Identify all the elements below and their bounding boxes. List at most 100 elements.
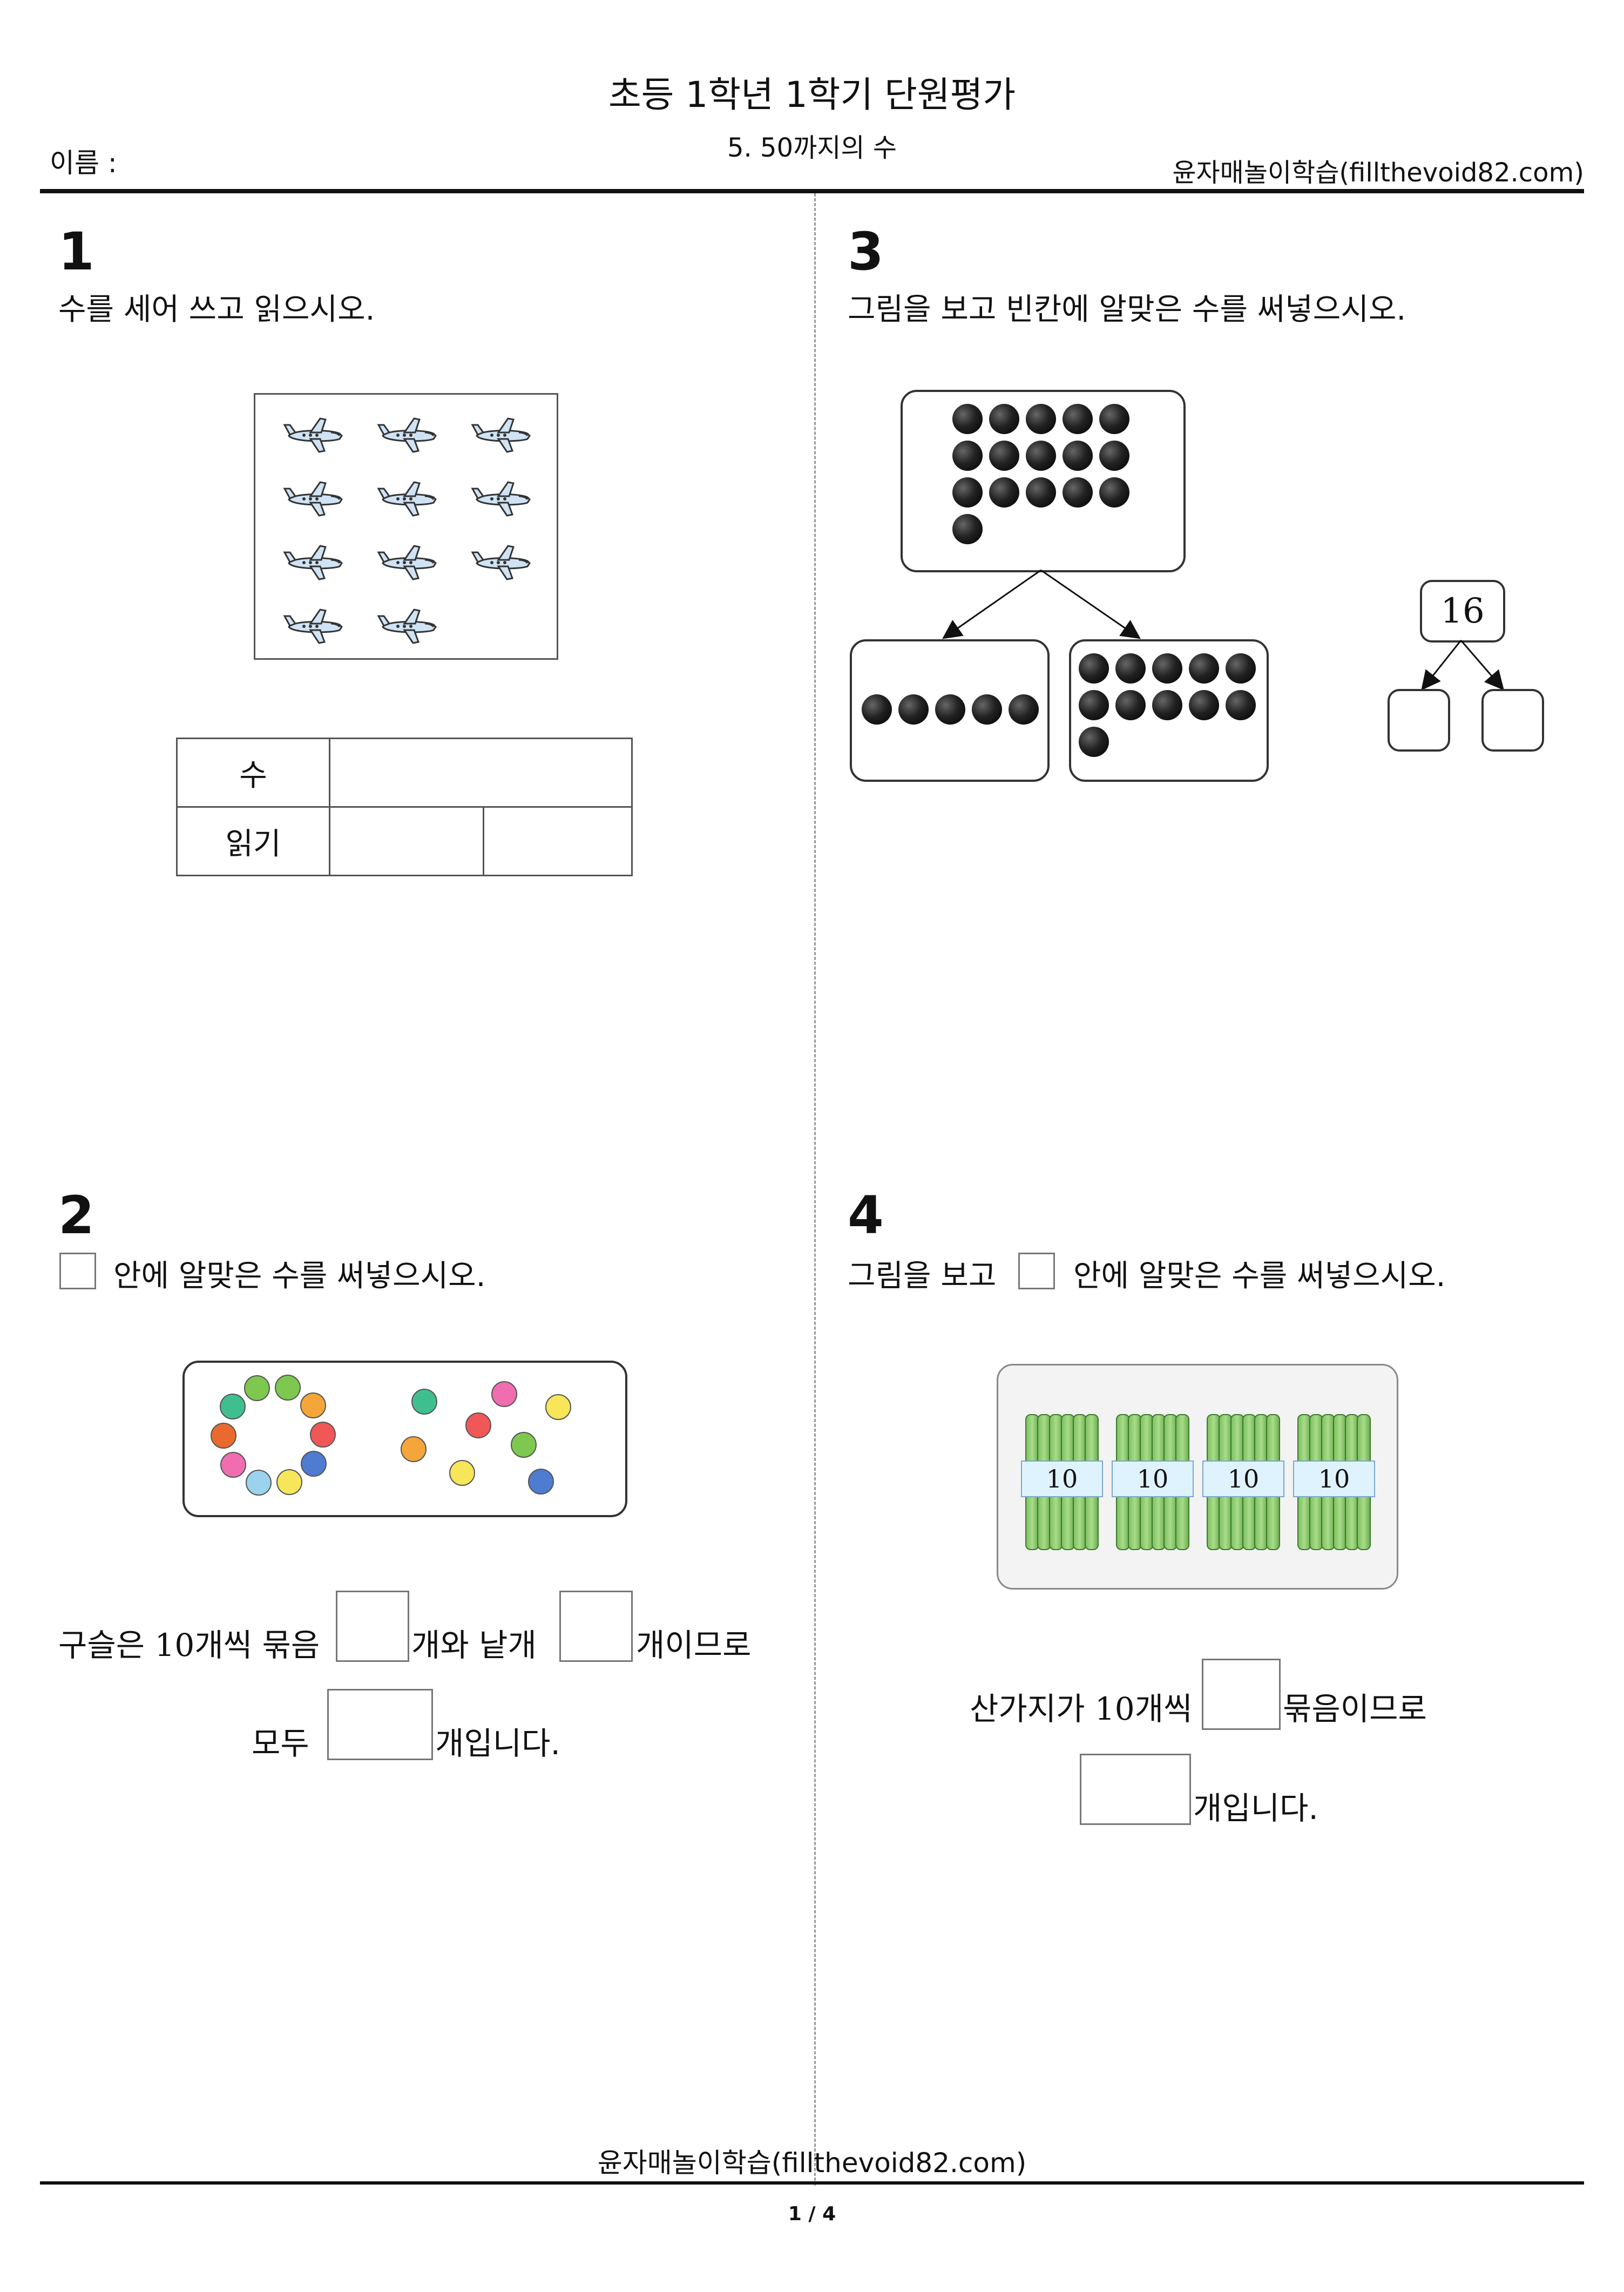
dot [1026,477,1056,508]
dot [1026,404,1056,434]
stick-bundle: 10 [1293,1403,1375,1550]
q1-number: 1 [58,221,94,282]
q2-instruction: 안에 알맞은 수를 써넣으시오. [113,1259,486,1294]
header-rule [40,189,1584,193]
dot [1009,694,1039,725]
q2-line1: 구슬은 10개씩 묶음 [58,1620,320,1665]
dot [1063,441,1093,471]
dot [1152,653,1182,684]
tree-arrows [1421,640,1504,691]
q1-instruction: 수를 세어 쓰고 읽으시오. [58,292,375,327]
dot [952,441,983,471]
site-credit-bottom: 윤자매놀이학습(fillthevoid82.com) [597,2147,1027,2179]
dot [1099,477,1129,508]
bundle-label: 10 [1293,1461,1375,1497]
table-row: 읽기 [176,806,633,876]
bead [491,1381,517,1407]
footer-rule [40,2181,1584,2185]
page-title: 초등 1학년 1학기 단원평가 [608,74,1016,116]
bead [301,1451,327,1477]
bead [411,1389,437,1415]
bead [276,1469,302,1496]
q2-line1-d: 개이므로 [636,1627,752,1664]
split-arrows [942,569,1141,639]
q4-number: 4 [848,1185,884,1246]
stick-bundle: 10 [1112,1403,1194,1550]
dot [935,694,965,725]
bead [465,1412,491,1438]
dot [1115,653,1146,684]
row-label-reading: 읽기 [176,806,330,876]
answer-box-total[interactable] [327,1689,433,1760]
dot [1063,477,1093,508]
answer-box-bundles[interactable] [1202,1659,1281,1730]
dot [1026,441,1056,471]
column-divider [814,193,816,2186]
q1-answer-table: 수 읽기 [176,738,633,876]
dot [989,477,1019,508]
row-label-number: 수 [176,738,330,808]
dot [1099,404,1129,434]
name-label: 이름 : [50,147,117,179]
airplane-icon [283,545,343,580]
stick-bundle: 10 [1202,1403,1284,1550]
answer-cell-reading-2[interactable] [483,806,633,876]
q2-line1-c: 개와 낱개 [411,1627,537,1664]
answer-box-total-sticks[interactable] [1080,1754,1191,1825]
dot [952,477,983,508]
table-row: 수 [176,738,633,808]
bead [309,1421,336,1448]
q2-instruction-box [59,1253,96,1289]
answer-box-ones[interactable] [559,1591,633,1662]
dot [1189,653,1219,684]
unit-subtitle: 5. 50까지의 수 [727,133,897,163]
bead [244,1375,270,1401]
tree-answer-right[interactable] [1481,689,1544,752]
tree-top-text: 16 [1440,591,1485,631]
bead [528,1469,554,1495]
q4-line2: 개입니다. [1193,1790,1318,1827]
dot [1063,404,1093,434]
airplane-group [283,417,531,644]
answer-box-tens[interactable] [336,1591,409,1662]
q4-instruction-b: 안에 알맞은 수를 써넣으시오. [1073,1259,1446,1294]
beads-picture-box [182,1361,627,1517]
bundle-label: 10 [1021,1461,1103,1497]
bead [300,1392,326,1418]
bead [275,1375,301,1401]
q4-line1-c: 묶음이므로 [1283,1691,1427,1727]
q4-line1-num: 10 [1094,1691,1135,1727]
q4-instruction-a: 그림을 보고 [848,1259,997,1294]
bundle-label: 10 [1202,1461,1284,1497]
stick-bundle: 10 [1021,1403,1103,1550]
tree-answer-left[interactable] [1388,689,1450,752]
airplane-icon [283,609,343,644]
answer-cell-reading-1[interactable] [329,806,484,876]
bead [211,1423,236,1449]
dot [862,694,892,725]
dot [1152,690,1182,720]
tree-top-value: 16 [1420,580,1505,643]
q2-line1-b: 개씩 묶음 [194,1627,320,1664]
airplane-picture-box [254,393,558,660]
bead [219,1393,246,1419]
bead [449,1460,475,1486]
dot [972,694,1002,725]
dot [989,404,1019,434]
q4-instruction-box [1018,1253,1055,1289]
answer-cell-number[interactable] [329,738,633,808]
bead [545,1394,571,1420]
q2-number: 2 [58,1185,94,1246]
airplane-icon [283,481,343,517]
dot [1189,690,1219,720]
dot [1226,690,1256,720]
dot [1079,690,1109,720]
airplane-icon [283,417,343,453]
left-dots-box [850,639,1050,782]
bundle-label: 10 [1112,1461,1194,1497]
bead [245,1469,272,1496]
site-credit-top: 윤자매놀이학습(fillthevoid82.com) [1172,158,1584,188]
bead [401,1436,427,1462]
bead [511,1432,537,1458]
